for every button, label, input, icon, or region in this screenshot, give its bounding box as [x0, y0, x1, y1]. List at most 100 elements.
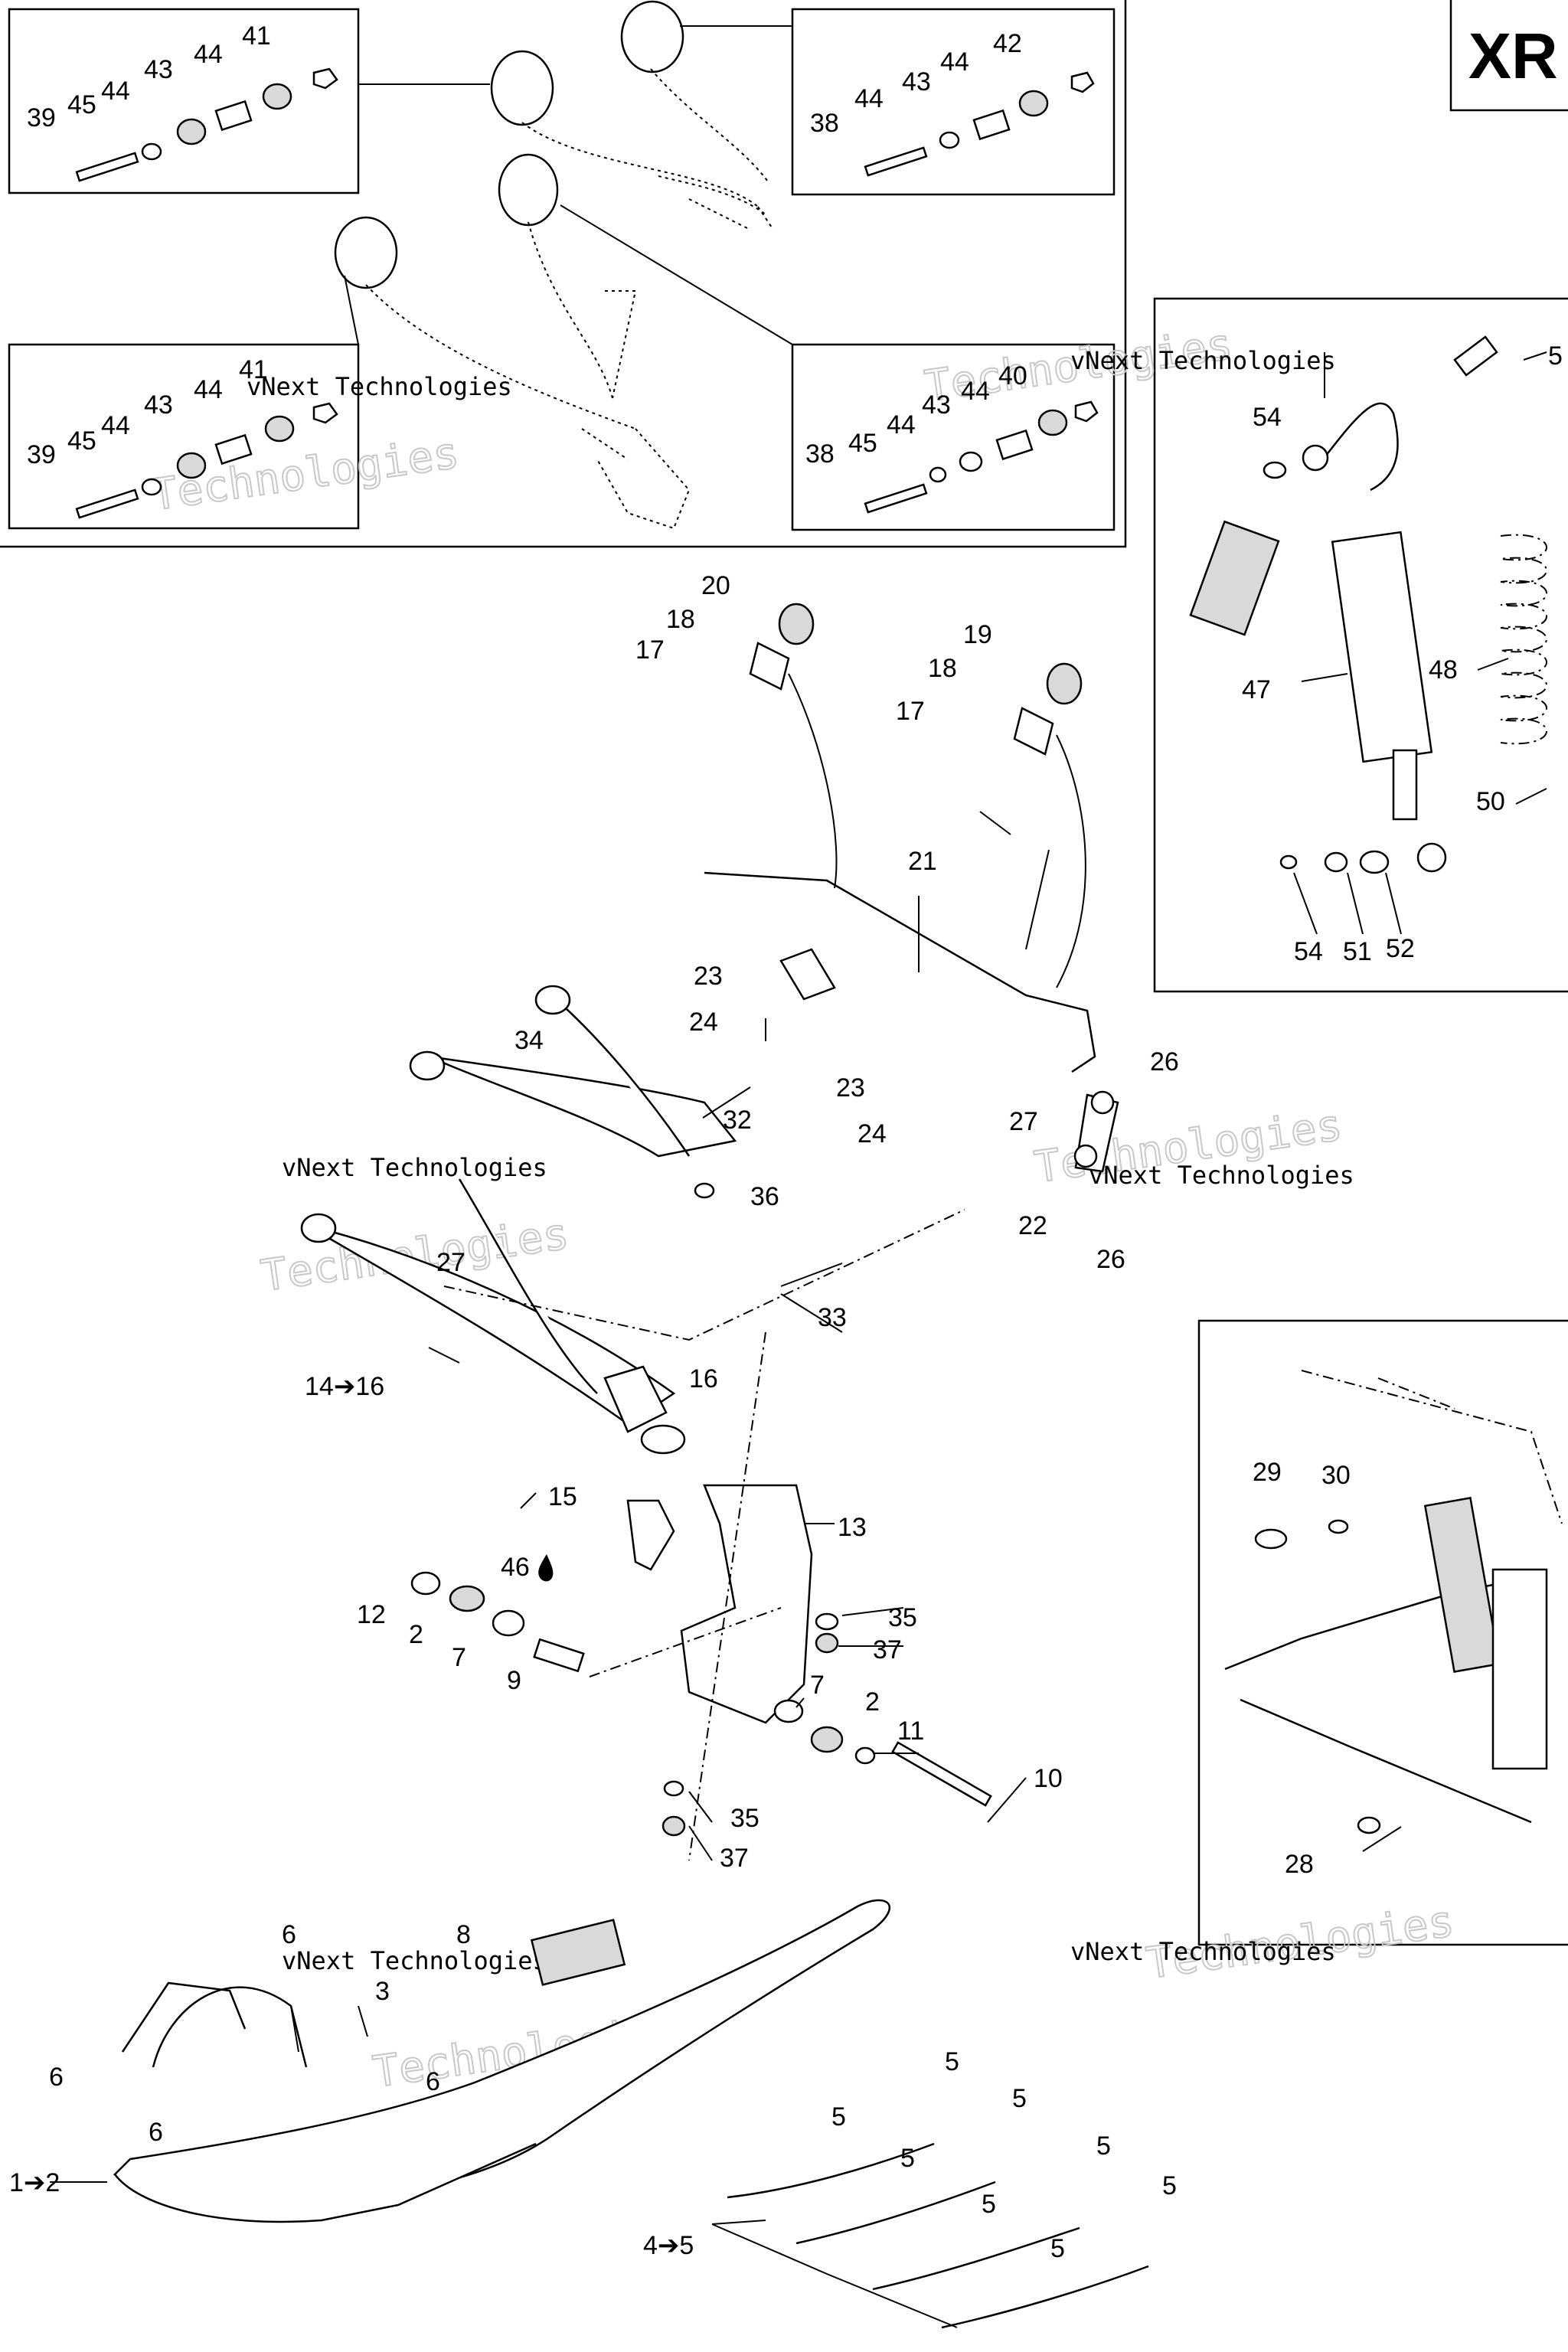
callout-27: 27: [436, 1248, 466, 1277]
callout-47: 47: [1242, 675, 1271, 704]
callout-2: 2: [409, 1620, 423, 1649]
inset-mid-left: [8, 343, 360, 530]
callout-46: 46: [501, 1553, 530, 1582]
callout-30: 30: [1321, 1461, 1351, 1490]
callout-23: 23: [836, 1073, 865, 1102]
watermark: vNext Technologies: [1070, 1937, 1336, 1966]
callout-5: 5: [1548, 341, 1563, 371]
callout-2: 2: [865, 1687, 880, 1717]
callout-43: 43: [902, 67, 931, 96]
callout-42: 42: [993, 29, 1022, 58]
callout-5: 5: [1096, 2132, 1111, 2161]
callout-43: 43: [144, 55, 173, 84]
watermark: vNext Technologies: [247, 372, 512, 401]
callout-14: 14➔16: [305, 1372, 384, 1401]
callout-34: 34: [514, 1026, 544, 1055]
upper-a-arm-illustration: [334, 0, 793, 530]
callout-38: 38: [810, 109, 839, 138]
callout-18: 18: [928, 654, 957, 683]
shock-frame: [1153, 297, 1568, 993]
callout-5: 5: [1012, 2084, 1027, 2113]
callout-12: 12: [357, 1600, 386, 1629]
callout-3: 3: [375, 1977, 390, 2006]
watermark: vNext Technologies: [282, 1153, 547, 1182]
watermark: vNext Technologies: [1070, 346, 1336, 375]
callout-45: 45: [67, 426, 96, 456]
callout-44: 44: [101, 411, 130, 440]
callout-45: 45: [67, 90, 96, 119]
inset-mid-right: [791, 343, 1116, 531]
callout-50: 50: [1476, 787, 1505, 816]
callout-27: 27: [1009, 1107, 1038, 1136]
callout-21: 21: [908, 847, 937, 876]
callout-23: 23: [694, 962, 723, 991]
inset-top-right: [791, 8, 1116, 196]
callout-44: 44: [887, 410, 916, 439]
callout-11: 11: [897, 1717, 924, 1746]
callout-44: 44: [194, 375, 223, 404]
assembly-frame: [1197, 1319, 1568, 1946]
callout-29: 29: [1253, 1458, 1282, 1487]
callout-18: 18: [666, 605, 695, 634]
upper-frame: [0, 0, 1127, 548]
callout-44: 44: [101, 77, 130, 106]
callout-33: 33: [818, 1303, 847, 1332]
watermark: vNext Technologies: [282, 1946, 547, 1975]
callout-20: 20: [701, 571, 730, 600]
callout-6: 6: [426, 2067, 440, 2096]
model-badge: XR: [1468, 20, 1558, 92]
callout-6: 6: [282, 1920, 296, 1949]
leader-lines: [50, 351, 1547, 2328]
callout-28: 28: [1285, 1850, 1314, 1879]
callout-4: 4➔5: [643, 2231, 694, 2260]
callout-39: 39: [27, 440, 56, 469]
callouts: 39 45 44 43 44 41 38 44 43 44 42 39 45 4…: [9, 21, 1563, 2263]
callout-10: 10: [1034, 1764, 1063, 1793]
callout-22: 22: [1018, 1211, 1047, 1240]
model-badge-frame: [1449, 0, 1568, 112]
callout-9: 9: [507, 1666, 521, 1695]
callout-41: 41: [242, 21, 271, 51]
bumper-assembly-illustration: [1224, 1370, 1563, 1834]
spring: [1500, 534, 1547, 745]
callout-5: 5: [831, 2102, 846, 2132]
watermark: vNext Technologies: [1089, 1161, 1354, 1190]
callout-5: 5: [1050, 2234, 1065, 2263]
callout-44: 44: [961, 377, 990, 406]
callout-35: 35: [730, 1804, 760, 1833]
sway-bar-illustration: [704, 603, 1119, 1173]
callout-13: 13: [838, 1513, 867, 1542]
callout-6: 6: [149, 2118, 163, 2147]
carbide-runners: [727, 2142, 1149, 2329]
callout-8: 8: [456, 1920, 471, 1949]
callout-54: 54: [1253, 403, 1282, 432]
callout-5: 5: [945, 2047, 959, 2076]
callout-7: 7: [452, 1643, 466, 1672]
callout-37: 37: [720, 1844, 749, 1873]
callout-32: 32: [723, 1106, 752, 1135]
callout-26: 26: [1150, 1047, 1179, 1076]
callout-5: 5: [982, 2190, 996, 2219]
callout-6: 6: [49, 2063, 64, 2092]
callout-44: 44: [194, 40, 223, 69]
callout-24: 24: [858, 1119, 887, 1148]
callout-37: 37: [873, 1635, 902, 1664]
inset-hardware: [75, 67, 1099, 519]
shock-illustration: [1189, 335, 1547, 874]
callout-43: 43: [922, 390, 951, 420]
spindle-illustration: [410, 1182, 992, 1861]
callout-52: 52: [1386, 934, 1415, 963]
grease-drop-icon: [538, 1554, 554, 1582]
a-arm-illustration: [300, 985, 737, 1455]
callout-19: 19: [963, 620, 992, 649]
ski-illustration: [113, 1899, 890, 2223]
callout-16: 16: [689, 1364, 718, 1393]
callout-17: 17: [896, 697, 925, 726]
callout-43: 43: [144, 390, 173, 420]
callout-7: 7: [810, 1671, 825, 1700]
callout-5: 5: [900, 2144, 915, 2173]
callout-1: 1➔2: [9, 2168, 60, 2197]
callout-24: 24: [689, 1008, 718, 1037]
inset-top-left: [8, 8, 360, 194]
